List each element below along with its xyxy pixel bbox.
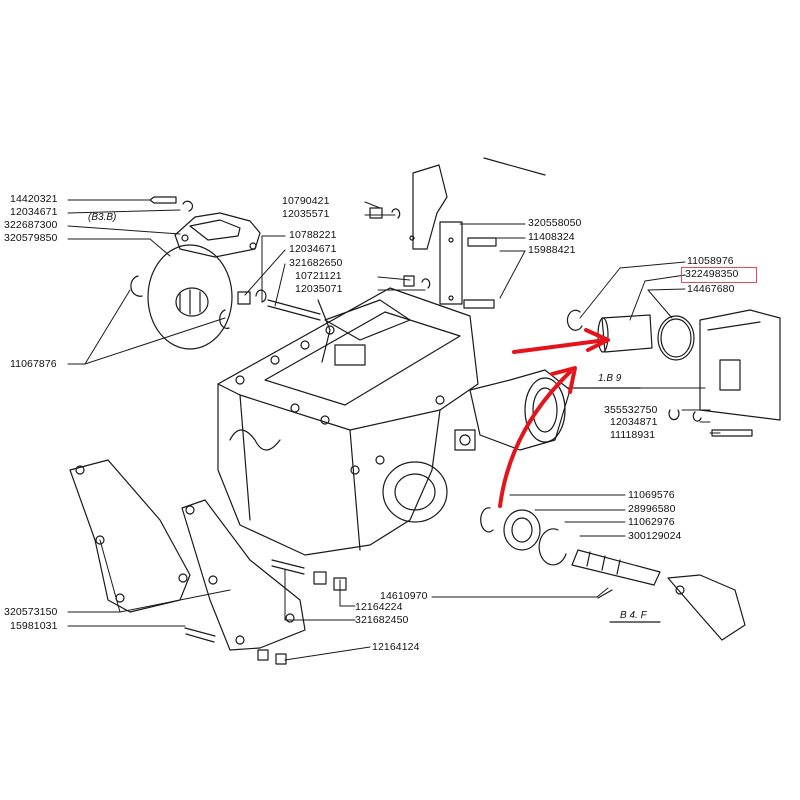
label-11069576: 11069576 [628, 489, 675, 501]
label-12034671-a: 12034671 [10, 206, 58, 218]
label-15988421: 15988421 [528, 244, 576, 256]
label-14420321: 14420321 [10, 193, 58, 205]
label-321682450: 321682450 [355, 614, 409, 626]
support-brackets [69, 459, 347, 665]
gearbox-housing [217, 287, 571, 556]
red-annotation-arrows [498, 328, 610, 508]
pto-shaft-assembly [480, 507, 746, 641]
label-11118931: 11118931 [610, 429, 656, 441]
label-14610970: 14610970 [380, 590, 428, 602]
bracket-assembly [237, 157, 546, 321]
label-12164224: 12164224 [355, 601, 403, 613]
label-320558050: 320558050 [528, 217, 582, 229]
label-320579850: 320579850 [4, 232, 58, 244]
label-11058976: 11058976 [687, 255, 734, 267]
leader-lines [67, 199, 721, 661]
ref-b3b: (B3.B) [88, 212, 117, 223]
label-11067876: 11067876 [10, 358, 57, 370]
label-10721121: 10721121 [295, 270, 342, 282]
label-12035571: 12035571 [282, 208, 330, 220]
label-320573150: 320573150 [4, 606, 58, 618]
label-28996580: 28996580 [628, 503, 676, 515]
label-11408324: 11408324 [528, 231, 575, 243]
ref-b19: 1.B 9 [598, 373, 622, 384]
label-12035071: 12035071 [295, 283, 343, 295]
label-12164124: 12164124 [372, 641, 420, 653]
label-12034871: 12034871 [610, 416, 658, 428]
label-321682650: 321682650 [289, 257, 343, 269]
label-14467680: 14467680 [687, 283, 735, 295]
label-355532750: 355532750 [604, 404, 658, 416]
label-10788221: 10788221 [289, 229, 337, 241]
label-300129024: 300129024 [628, 530, 682, 542]
label-322687300: 322687300 [4, 219, 58, 231]
cover-assembly [130, 196, 261, 350]
label-322498350: 322498350 [685, 268, 739, 280]
label-10790421: 10790421 [282, 195, 330, 207]
ref-b4f: B 4. F [620, 610, 647, 621]
highlight-box-322498350 [681, 267, 757, 283]
label-11062976: 11062976 [628, 516, 675, 528]
label-12034671-b: 12034671 [289, 243, 337, 255]
label-15981031: 15981031 [10, 620, 58, 632]
